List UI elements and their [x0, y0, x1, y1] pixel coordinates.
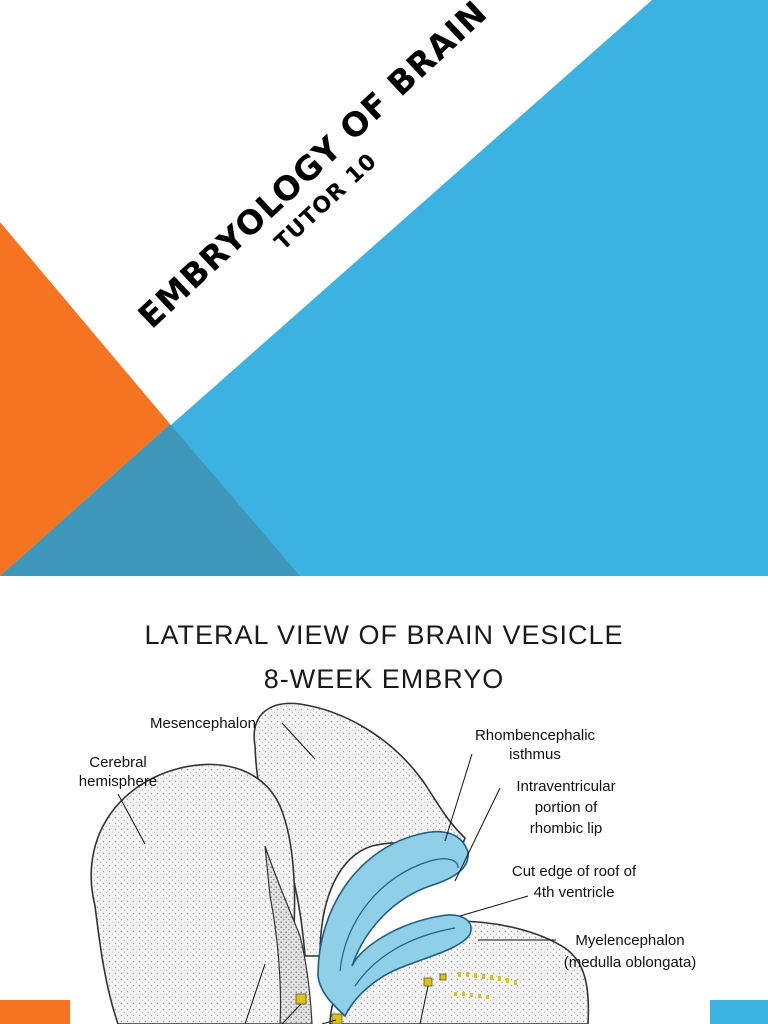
- yellow-nuclei-row: [454, 972, 517, 999]
- figure-slide: LATERAL VIEW OF BRAIN VESICLE 8-WEEK EMB…: [0, 576, 768, 1024]
- label-intra-line3: rhombic lip: [529, 820, 603, 837]
- label-intra-line2: portion of: [534, 799, 598, 816]
- diencephalon-shape: [264, 845, 313, 1024]
- label-cerebral-line1: Cerebral: [89, 754, 147, 771]
- label-myel-line1: Myelencephalon: [575, 932, 685, 949]
- yellow-nucleus-2: [331, 1013, 343, 1024]
- blue-triangle: [0, 0, 768, 576]
- yellow-nucleus-4: [439, 973, 447, 981]
- fourth-ventricle-vesicle: [317, 830, 472, 1018]
- figure-slide-title-line2: 8-WEEK EMBRYO: [263, 664, 505, 694]
- vesicle-inner-edge: [339, 858, 459, 972]
- leader-cut-edge: [459, 895, 529, 917]
- leader-cerebral: [117, 793, 146, 845]
- label-intra-line1: Intraventricular: [516, 778, 616, 795]
- teal-triangle: [0, 424, 300, 576]
- label-myel-line2: (medulla oblongata): [563, 954, 697, 971]
- title-slide: EMBRYOLOGY OF BRAIN TUTOR 10: [0, 0, 768, 576]
- label-rhomb-line2: isthmus: [509, 746, 561, 763]
- title-slide-background: [0, 0, 768, 576]
- blue-corner-accent: [710, 1000, 768, 1024]
- brain-vesicle-illustration: [90, 702, 590, 1024]
- leader-bottom-3: [321, 1019, 337, 1024]
- label-cut-line2: 4th ventricle: [533, 884, 615, 901]
- orange-triangle: [0, 222, 170, 576]
- cerebral-hemisphere-shape: [90, 763, 296, 1024]
- leader-intraventricular: [454, 787, 501, 882]
- orange-corner-accent: [0, 1000, 70, 1024]
- label-cerebral-line2: hemisphere: [78, 773, 158, 790]
- leader-mesencephalon: [281, 722, 316, 760]
- vesicle-lower-edge: [354, 927, 456, 987]
- label-mesencephalon: Mesencephalon: [150, 715, 256, 732]
- label-cut-line1: Cut edge of roof of: [511, 863, 637, 880]
- yellow-nucleus-3: [423, 977, 433, 987]
- figure-slide-title-line1: LATERAL VIEW OF BRAIN VESICLE: [144, 620, 624, 650]
- leader-bottom-2: [281, 1003, 302, 1024]
- leader-bottom-1: [244, 963, 266, 1024]
- leader-bottom-4: [419, 985, 429, 1024]
- label-rhomb-line1: Rhombencephalic: [474, 727, 596, 744]
- yellow-nucleus-1: [295, 993, 307, 1005]
- leader-rhomb-isthmus: [444, 753, 473, 842]
